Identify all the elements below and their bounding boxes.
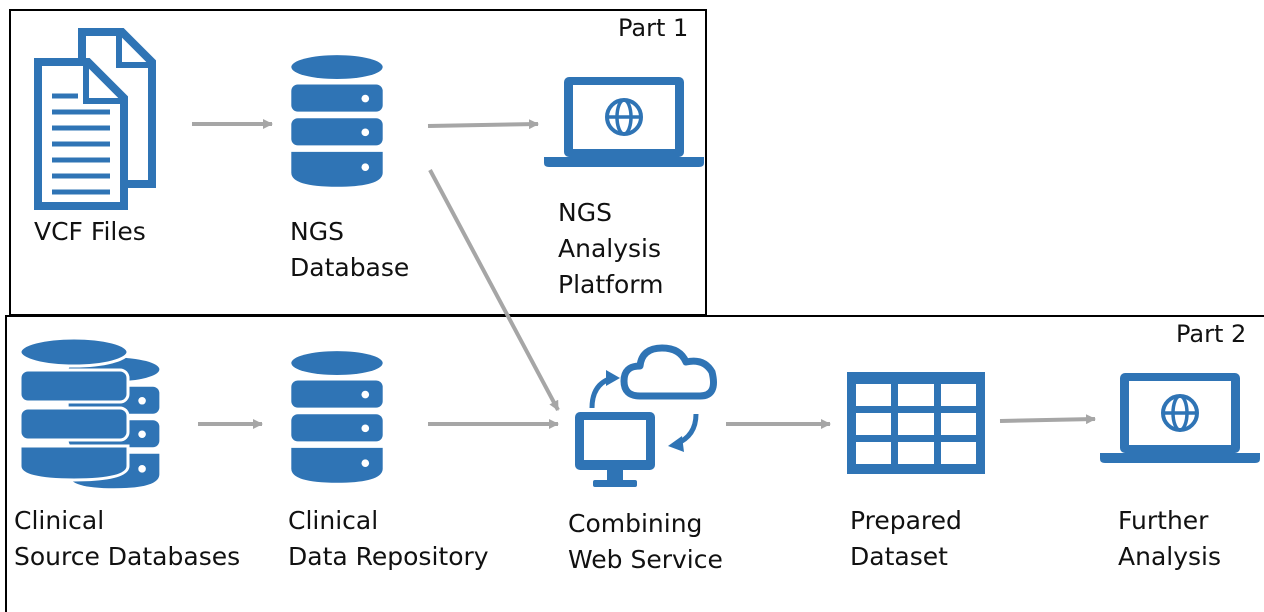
database-icon <box>291 351 383 483</box>
laptop-globe-icon <box>1100 371 1260 465</box>
node-label-vcf-files: VCF Files <box>34 217 146 246</box>
laptop-globe-icon <box>544 75 704 169</box>
database-icon <box>291 55 383 187</box>
arrow-ngsdb-to-webservice <box>428 169 560 411</box>
stacked-databases-icon <box>18 336 160 489</box>
node-label-clinical-repository: Clinical Data Repository <box>288 506 489 571</box>
node-label-ngs-database: NGS Database <box>290 217 410 282</box>
part1-title: Part 1 <box>618 14 689 42</box>
node-label-further-analysis: Further Analysis <box>1118 506 1222 571</box>
arrow-ngsdb-to-platform <box>427 119 539 130</box>
arrow-dataset-to-analysis <box>999 414 1096 425</box>
documents-icon <box>34 28 156 210</box>
part2-title: Part 2 <box>1176 320 1247 348</box>
cloud-computer-sync-icon <box>575 344 717 487</box>
table-grid-icon <box>847 372 985 474</box>
node-label-ngs-platform: NGS Analysis Platform <box>558 198 664 299</box>
node-label-prepared-dataset: Prepared Dataset <box>850 506 962 571</box>
node-label-web-service: Combining Web Service <box>568 509 723 574</box>
node-label-clinical-sources: Clinical Source Databases <box>14 506 241 571</box>
part2-frame <box>5 315 1264 612</box>
